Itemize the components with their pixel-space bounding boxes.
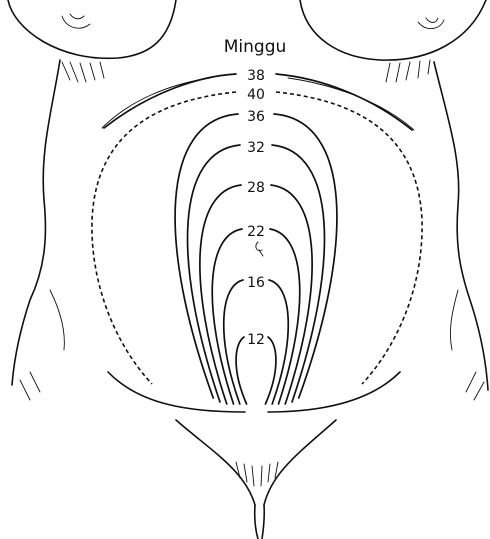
lower-abdomen-left — [108, 372, 245, 412]
week-label-16: 16 — [247, 275, 265, 291]
week-label-40: 40 — [247, 87, 265, 103]
right-breast — [300, 0, 486, 60]
left-nipple — [62, 16, 90, 28]
week-labels: 38 40 36 32 28 22 16 12 — [247, 68, 265, 348]
navel — [256, 242, 263, 256]
week-label-22: 22 — [247, 224, 265, 240]
torso-outline — [12, 60, 488, 539]
diagram-title: Minggu — [224, 37, 287, 57]
week-label-32: 32 — [247, 140, 265, 156]
right-flank — [434, 62, 488, 390]
week-label-28: 28 — [247, 180, 265, 196]
week-curve-28 — [200, 185, 312, 404]
right-groin — [264, 420, 336, 505]
lower-abdomen-right — [268, 372, 400, 412]
week-label-36: 36 — [247, 109, 265, 125]
left-groin — [176, 420, 255, 505]
week-label-38: 38 — [247, 68, 265, 84]
right-rib-line — [288, 78, 414, 130]
week-curve-22 — [212, 229, 300, 404]
right-nipple — [418, 20, 444, 29]
week-label-12: 12 — [247, 332, 265, 348]
left-flank — [12, 60, 60, 385]
left-rib-line — [102, 78, 210, 128]
left-breast — [8, 0, 176, 58]
